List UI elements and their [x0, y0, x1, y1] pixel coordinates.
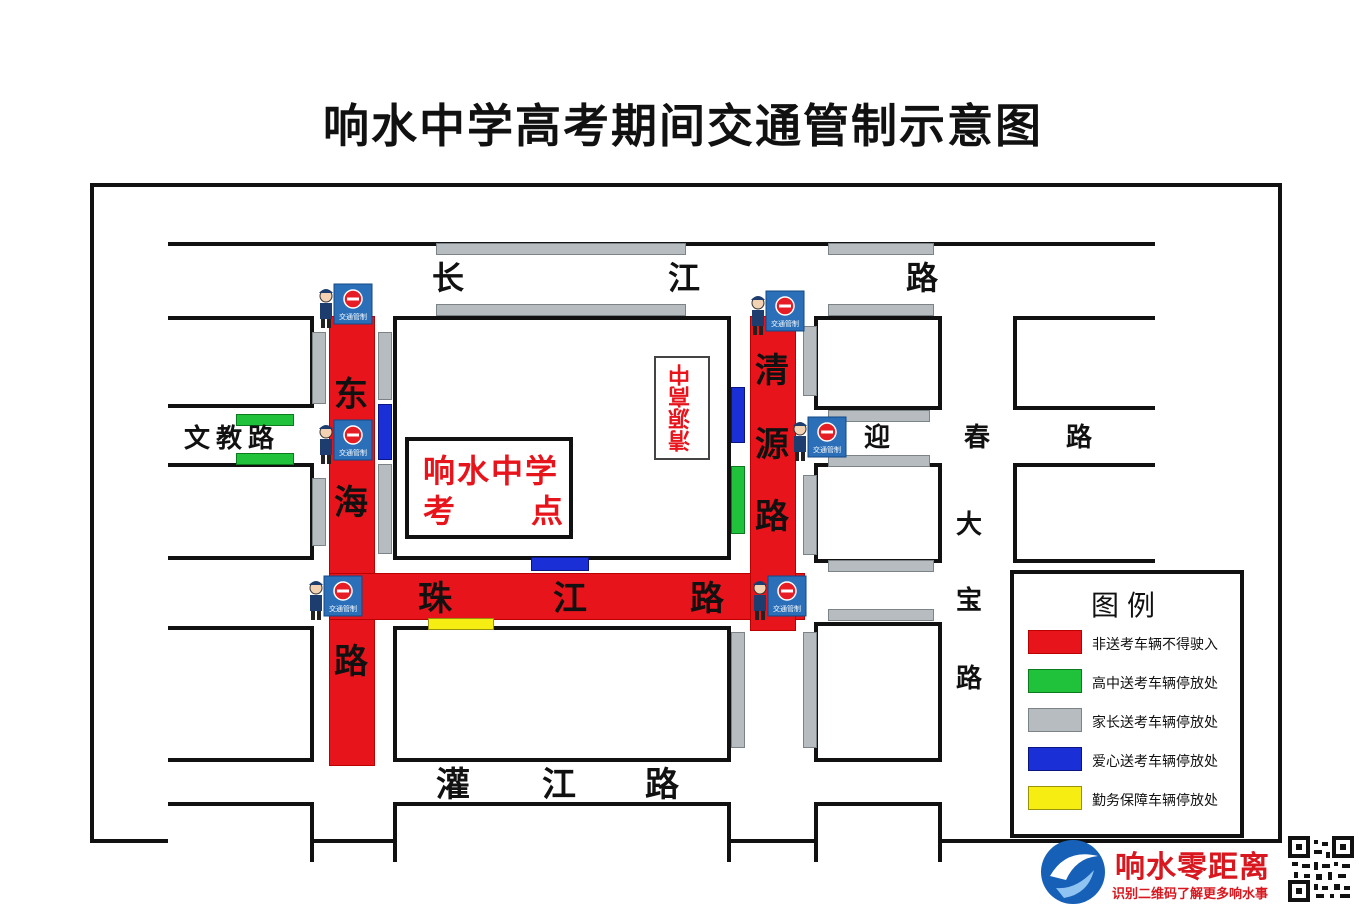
qr-code-icon [1288, 836, 1354, 902]
duty-parking-zhujiang [428, 618, 494, 630]
qingyuan-high-box: 清源高中 [654, 356, 710, 460]
legend-label: 勤务保障车辆停放处 [1092, 793, 1218, 809]
legend-item: 勤务保障车辆停放处 [1028, 786, 1238, 812]
legend-swatch-red [1028, 630, 1082, 654]
block-bottom-left [168, 802, 314, 862]
highschool-parking-qingyuan [731, 466, 745, 534]
brand-name: 响水零距离 [1115, 850, 1270, 885]
block-sw [168, 626, 314, 762]
exam-site-word-dian: 点 [531, 492, 564, 530]
block-bottom-right [814, 802, 942, 862]
road-label-yingchun-1: 迎 [864, 423, 891, 453]
road-label-qingyuan-3: 路 [755, 497, 789, 537]
restricted-donghai-road [329, 316, 375, 766]
parent-parking-west-2 [312, 478, 326, 546]
road-label-dabao-2: 宝 [956, 586, 983, 616]
parent-parking-ne-mid-south [828, 560, 934, 572]
legend-label: 非送考车辆不得驶入 [1092, 637, 1218, 653]
parent-parking-se-north [828, 609, 934, 621]
legend-title: 图例 [1090, 589, 1163, 622]
parent-parking-donghai-east-1 [378, 332, 392, 400]
block-south [393, 626, 731, 762]
brand-logo-icon [1041, 840, 1105, 904]
legend-swatch-green [1028, 669, 1082, 693]
legend-item: 非送考车辆不得驶入 [1028, 630, 1238, 656]
parent-parking-ne-mid-side [803, 475, 817, 555]
parent-parking-south-east [731, 632, 745, 748]
charity-parking-donghai [378, 404, 392, 460]
road-label-guanjiang-1: 灌 [436, 765, 470, 805]
traffic-control-sign-yingchun: 交通管制 [793, 416, 847, 461]
parent-parking-changjiang-2 [828, 243, 934, 255]
parent-parking-se-west [803, 632, 817, 748]
road-label-donghai-1: 东 [334, 375, 368, 415]
exam-site-title: 响水中学 [423, 452, 560, 490]
charity-parking-zhujiang [531, 557, 589, 571]
road-label-guanjiang-3: 路 [645, 765, 679, 805]
road-label-guanjiang-2: 江 [542, 765, 576, 805]
sign-text: 交通管制 [773, 604, 801, 613]
sign-text: 交通管制 [329, 604, 357, 613]
road-label-donghai-3: 路 [334, 642, 368, 682]
charity-parking-qingyuan [731, 387, 745, 443]
road-label-zhujiang-3: 路 [690, 579, 724, 619]
block-se [814, 622, 942, 762]
traffic-control-sign-se: 交通管制 [753, 575, 807, 620]
traffic-control-sign-wenjiao: 交通管制 [319, 419, 373, 464]
legend-swatch-blue [1028, 747, 1082, 771]
sign-text: 交通管制 [339, 312, 367, 321]
block-far-ne-upper [1013, 316, 1155, 410]
parent-parking-west-1 [312, 332, 326, 404]
parent-parking-changjiang-1 [436, 243, 686, 255]
road-label-qingyuan-1: 清 [755, 351, 789, 391]
road-label-yingchun-2: 春 [964, 423, 991, 453]
highschool-parking-wenjiao-2 [236, 453, 294, 465]
legend-item: 爱心送考车辆停放处 [1028, 747, 1238, 773]
legend-item: 高中送考车辆停放处 [1028, 669, 1238, 695]
block-nw-lower [168, 463, 314, 560]
legend-swatch-yellow [1028, 786, 1082, 810]
road-label-dabao-3: 路 [956, 664, 983, 694]
road-label-yingchun-3: 路 [1066, 423, 1093, 453]
traffic-control-sign-nw: 交通管制 [319, 283, 373, 328]
parent-parking-donghai-east-2 [378, 464, 392, 554]
block-nw-upper [168, 316, 314, 408]
highschool-parking-wenjiao-1 [236, 414, 294, 426]
restricted-zhujiang-road [329, 573, 805, 620]
brand-tagline: 识别二维码了解更多响水事 [1112, 887, 1269, 902]
sign-text: 交通管制 [813, 445, 841, 454]
road-label-changjiang-1: 长 [432, 259, 465, 297]
block-ne-mid [814, 463, 942, 563]
sign-text: 交通管制 [771, 319, 799, 328]
legend: 图例 非送考车辆不得驶入 高中送考车辆停放处 家长送考车辆停放处 爱心送考车辆停… [1010, 570, 1244, 838]
traffic-control-sign-ne: 交通管制 [751, 290, 805, 335]
parent-parking-yingchun-n [828, 410, 930, 422]
exam-site-box: 响水中学 考 点 [405, 437, 573, 539]
parent-parking-ne-north [828, 304, 934, 316]
qingyuan-high-label: 清源高中 [669, 364, 694, 452]
block-ne-upper [814, 316, 942, 410]
legend-label: 家长送考车辆停放处 [1092, 715, 1218, 731]
road-label-zhujiang-1: 珠 [418, 579, 452, 619]
road-label-changjiang-2: 江 [668, 259, 701, 297]
sign-text: 交通管制 [339, 448, 367, 457]
parent-parking-qingyuan-east [803, 326, 817, 396]
legend-swatch-grey [1028, 708, 1082, 732]
legend-label: 爱心送考车辆停放处 [1092, 754, 1218, 770]
block-far-ne-lower [1013, 463, 1155, 563]
parent-parking-school-north [436, 304, 686, 316]
traffic-control-sign-sw: 交通管制 [309, 575, 363, 620]
exam-site-word-kao: 考 [423, 492, 456, 530]
parent-parking-yingchun-s [828, 455, 930, 467]
road-label-changjiang-3: 路 [906, 259, 939, 297]
legend-label: 高中送考车辆停放处 [1092, 676, 1218, 692]
page-title: 响水中学高考期间交通管制示意图 [323, 99, 1043, 153]
road-label-dabao-1: 大 [956, 510, 983, 540]
road-label-qingyuan-2: 源 [755, 425, 789, 465]
legend-item: 家长送考车辆停放处 [1028, 708, 1238, 734]
road-label-donghai-2: 海 [334, 483, 368, 523]
block-bottom-mid [393, 802, 731, 862]
road-label-wenjiao: 文教路 [184, 424, 281, 454]
road-label-zhujiang-2: 江 [553, 579, 587, 619]
